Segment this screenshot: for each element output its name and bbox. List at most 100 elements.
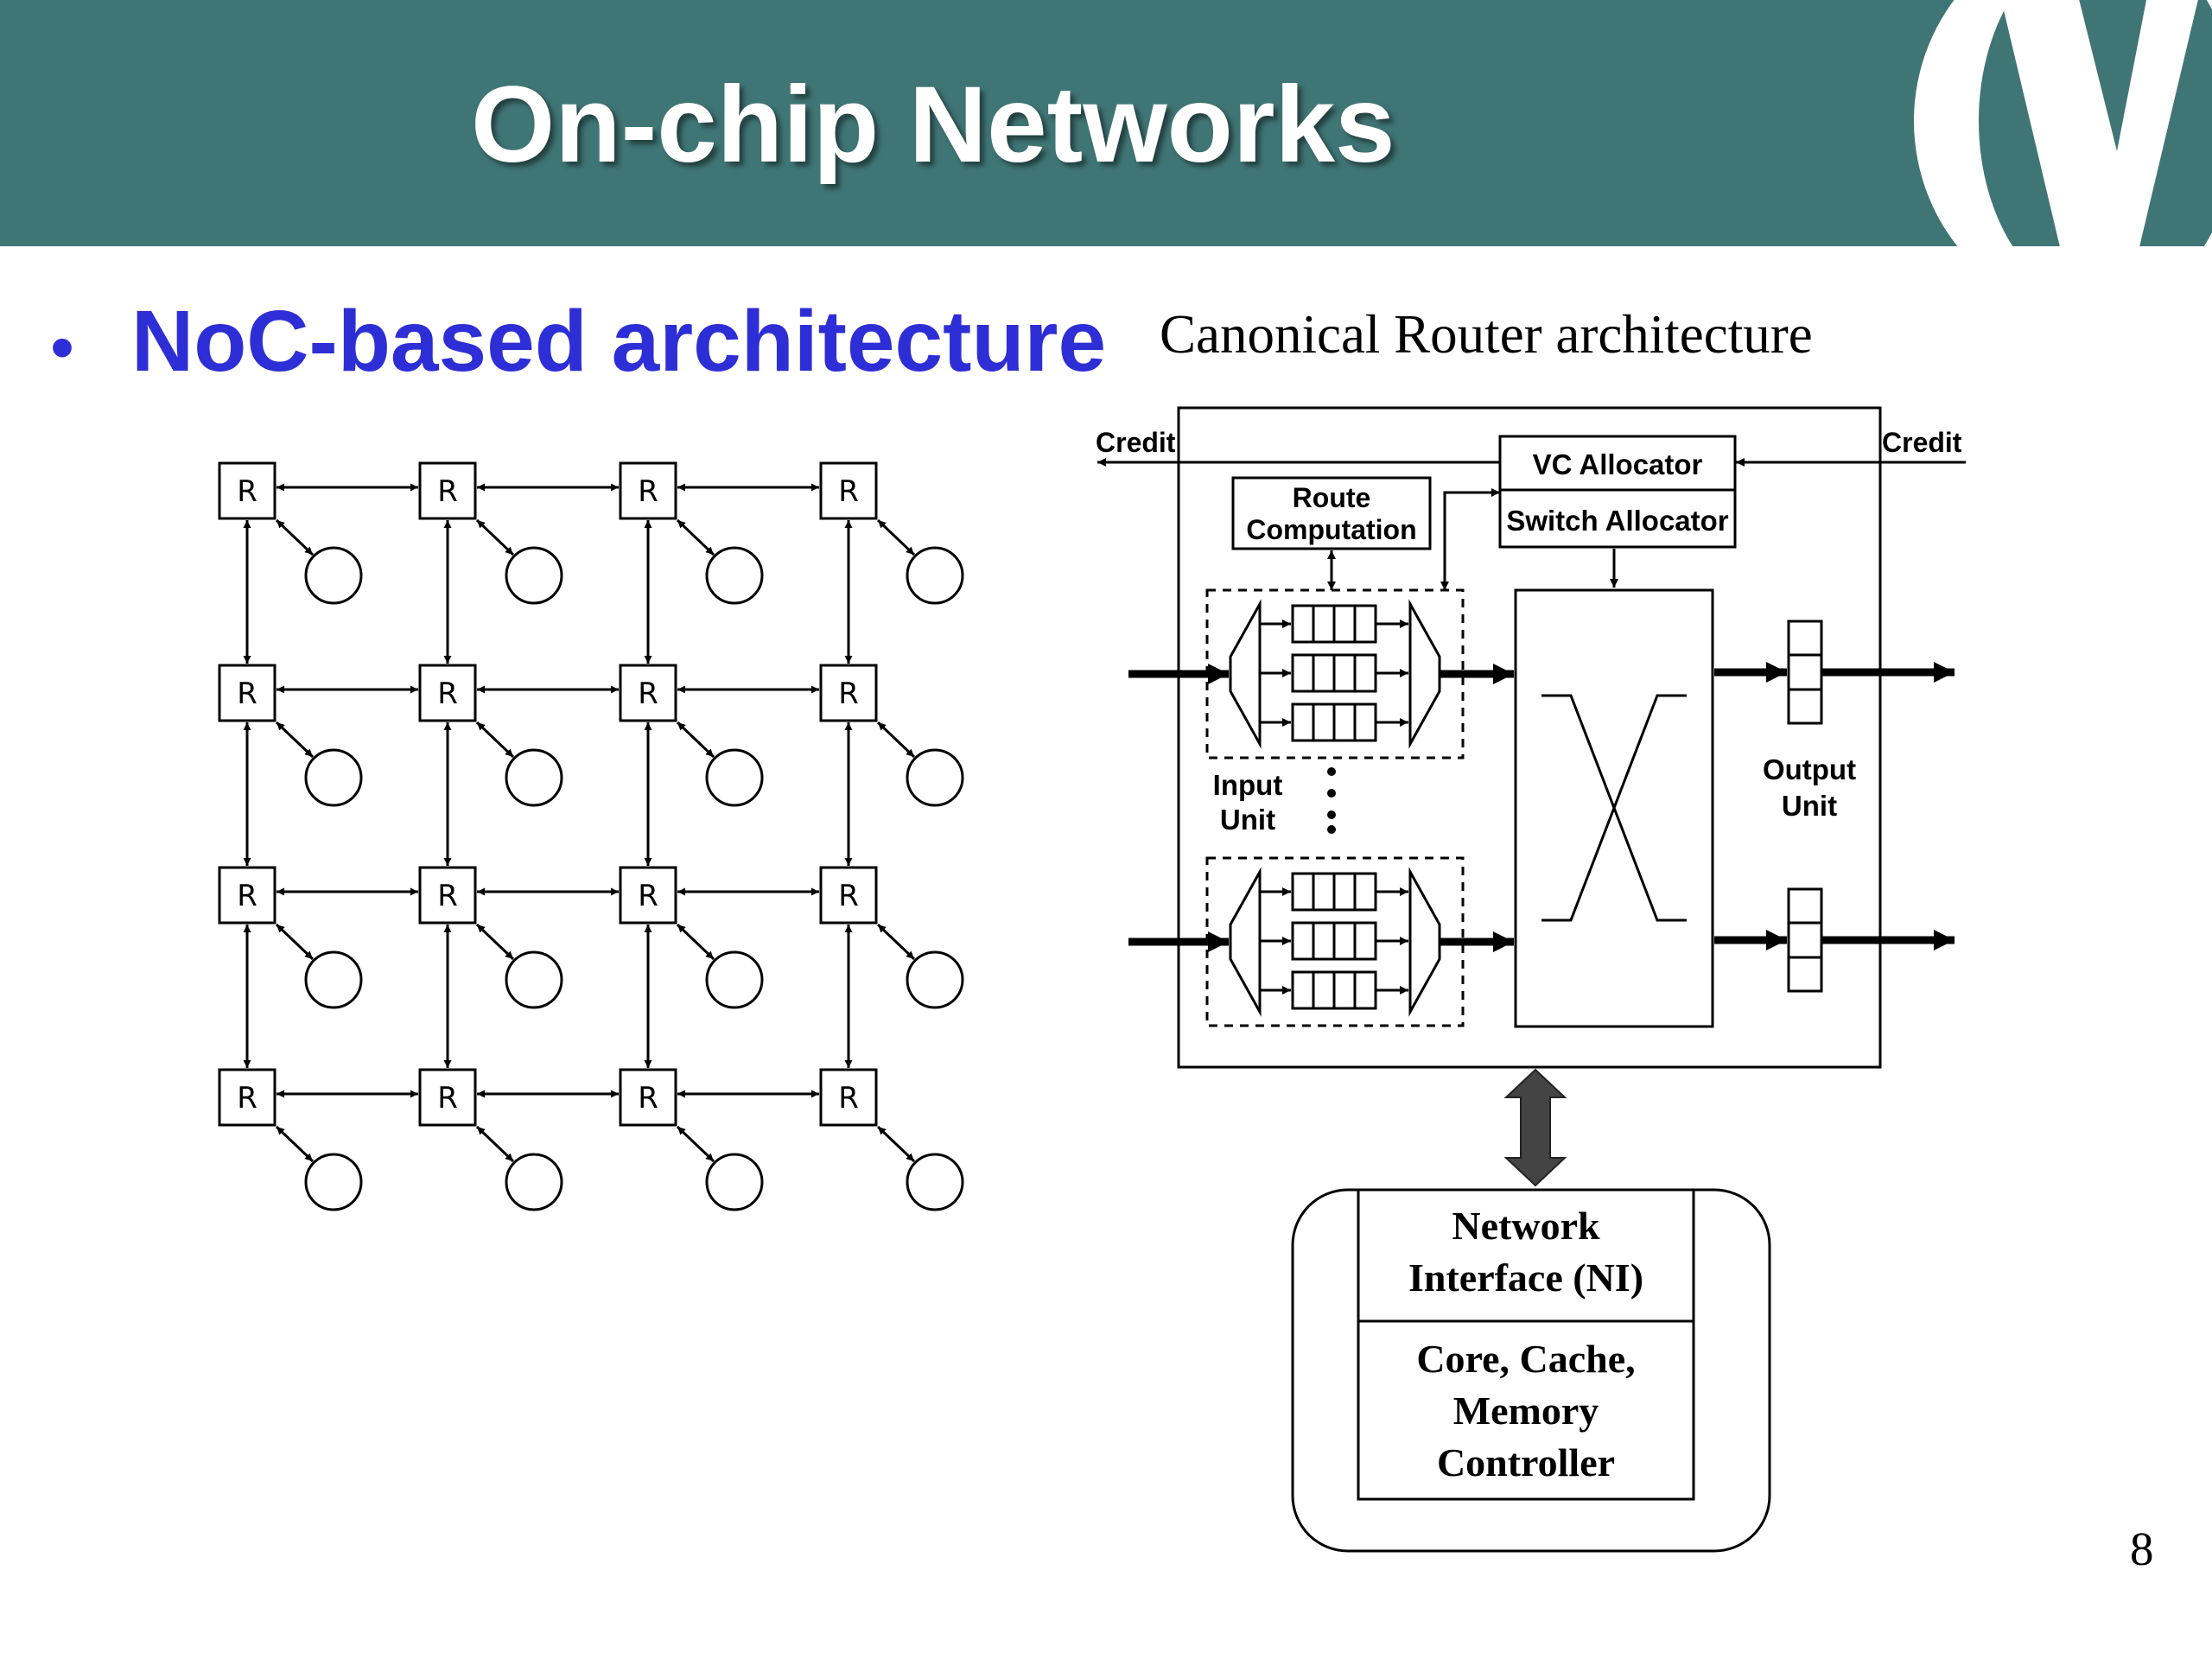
node-link bbox=[475, 721, 515, 759]
mesh-router: R bbox=[819, 664, 878, 722]
mesh-node bbox=[304, 546, 363, 605]
mesh-router-label: R bbox=[838, 879, 859, 913]
mesh-router: R bbox=[619, 866, 677, 925]
mesh-node bbox=[505, 546, 563, 605]
mesh-router: R bbox=[218, 1068, 276, 1127]
mesh-router-label: R bbox=[437, 677, 458, 711]
node-link bbox=[876, 923, 916, 961]
bullet-heading: NoC-based architecture bbox=[131, 293, 1107, 390]
mesh-network-diagram: R R R R R R R R R R R R R R R R bbox=[218, 461, 964, 1211]
mesh-router-label: R bbox=[638, 1081, 658, 1116]
mesh-router-label: R bbox=[838, 474, 859, 509]
node-link bbox=[275, 518, 315, 556]
vc-allocator: VC Allocator bbox=[1498, 435, 1737, 492]
mesh-router: R bbox=[619, 461, 677, 520]
mesh-router-label: R bbox=[838, 677, 859, 711]
svg-text:Computation: Computation bbox=[1246, 514, 1416, 545]
ellipsis-dot bbox=[1327, 825, 1336, 834]
mesh-router: R bbox=[418, 866, 477, 925]
mux bbox=[1408, 867, 1441, 1017]
router-ni-link-arrow bbox=[1503, 1068, 1567, 1187]
mesh-router-label: R bbox=[237, 474, 257, 509]
mux bbox=[1408, 599, 1441, 749]
slide-title: On-chip Networks bbox=[471, 65, 1395, 185]
svg-text:VC Allocator: VC Allocator bbox=[1533, 448, 1703, 480]
mesh-router-label: R bbox=[237, 879, 257, 913]
router-caption: Canonical Router architecture bbox=[1160, 304, 1813, 365]
mesh-node bbox=[304, 748, 363, 807]
switch-allocator: Switch Allocator bbox=[1498, 488, 1737, 549]
input-unit-label-line2: Unit bbox=[1220, 804, 1275, 836]
mesh-router: R bbox=[418, 1068, 477, 1127]
mesh-router: R bbox=[218, 664, 276, 722]
ellipsis-dot bbox=[1327, 810, 1336, 819]
vc-buffer bbox=[1291, 653, 1377, 693]
node-link bbox=[676, 721, 715, 759]
bullet-point: • bbox=[50, 308, 75, 385]
mesh-router-label: R bbox=[638, 474, 658, 509]
demux bbox=[1229, 867, 1262, 1017]
mesh-node bbox=[705, 1153, 764, 1211]
credit-right-label: Credit bbox=[1882, 427, 1962, 458]
vc-buffer bbox=[1291, 921, 1377, 961]
node-link bbox=[876, 1125, 916, 1163]
node-link bbox=[275, 1125, 315, 1163]
svg-text:Controller: Controller bbox=[1437, 1440, 1615, 1484]
page-number: 8 bbox=[2130, 1522, 2154, 1575]
mesh-node bbox=[304, 1153, 363, 1211]
core-cache-memory-box: Core, Cache, Memory Controller bbox=[1357, 1319, 1695, 1501]
node-link bbox=[876, 518, 916, 556]
mesh-router: R bbox=[218, 866, 276, 925]
output-buffer bbox=[1787, 887, 1823, 993]
mesh-router-label: R bbox=[237, 677, 257, 711]
node-link bbox=[475, 1125, 515, 1163]
output-unit bbox=[1714, 620, 1955, 725]
ellipsis-dot bbox=[1327, 789, 1336, 798]
mesh-node bbox=[505, 748, 563, 807]
router-box bbox=[1177, 406, 1882, 1069]
canonical-router-diagram: Credit Credit VC Allocator Switch Alloca… bbox=[1096, 406, 1966, 1553]
node-link bbox=[876, 721, 916, 759]
mesh-router-label: R bbox=[437, 1081, 458, 1116]
vc-buffer bbox=[1291, 604, 1377, 644]
mesh-router-label: R bbox=[638, 677, 658, 711]
svg-text:Network: Network bbox=[1452, 1204, 1600, 1248]
route-computation: Route Computation bbox=[1231, 476, 1432, 550]
vc-buffer bbox=[1291, 872, 1377, 912]
university-logo bbox=[1914, 0, 2212, 246]
credit-left-label: Credit bbox=[1096, 427, 1176, 458]
ellipsis-dot bbox=[1327, 767, 1336, 776]
mesh-router-label: R bbox=[437, 474, 458, 509]
crossbar-switch bbox=[1514, 588, 1714, 1028]
svg-text:Memory: Memory bbox=[1453, 1389, 1599, 1433]
mesh-node bbox=[906, 950, 964, 1009]
mesh-node bbox=[304, 950, 363, 1009]
mesh-router: R bbox=[819, 866, 878, 925]
mesh-router-label: R bbox=[638, 879, 658, 913]
mesh-node bbox=[505, 1153, 563, 1211]
node-link bbox=[275, 721, 315, 759]
node-link bbox=[676, 923, 715, 961]
mesh-router: R bbox=[418, 461, 477, 520]
network-interface-box: Network Interface (NI) bbox=[1357, 1188, 1695, 1323]
mesh-router: R bbox=[218, 461, 276, 520]
mesh-node bbox=[705, 546, 764, 605]
node-link bbox=[475, 518, 515, 556]
svg-text:Interface (NI): Interface (NI) bbox=[1408, 1255, 1643, 1300]
mesh-router: R bbox=[819, 461, 878, 520]
input-unit bbox=[1128, 588, 1514, 760]
mesh-router: R bbox=[619, 1068, 677, 1127]
mesh-node bbox=[705, 950, 764, 1009]
mesh-router-label: R bbox=[237, 1081, 257, 1116]
mesh-router-label: R bbox=[838, 1081, 859, 1116]
mesh-router-label: R bbox=[437, 879, 458, 913]
node-link bbox=[475, 923, 515, 961]
mesh-router: R bbox=[619, 664, 677, 722]
header-bar: On-chip Networks bbox=[0, 0, 2212, 246]
output-unit-label-line2: Unit bbox=[1782, 790, 1837, 822]
mesh-node bbox=[906, 1153, 964, 1211]
mesh-router: R bbox=[418, 664, 477, 722]
output-unit bbox=[1714, 887, 1955, 993]
node-link bbox=[676, 518, 715, 556]
svg-text:Switch Allocator: Switch Allocator bbox=[1506, 505, 1728, 537]
